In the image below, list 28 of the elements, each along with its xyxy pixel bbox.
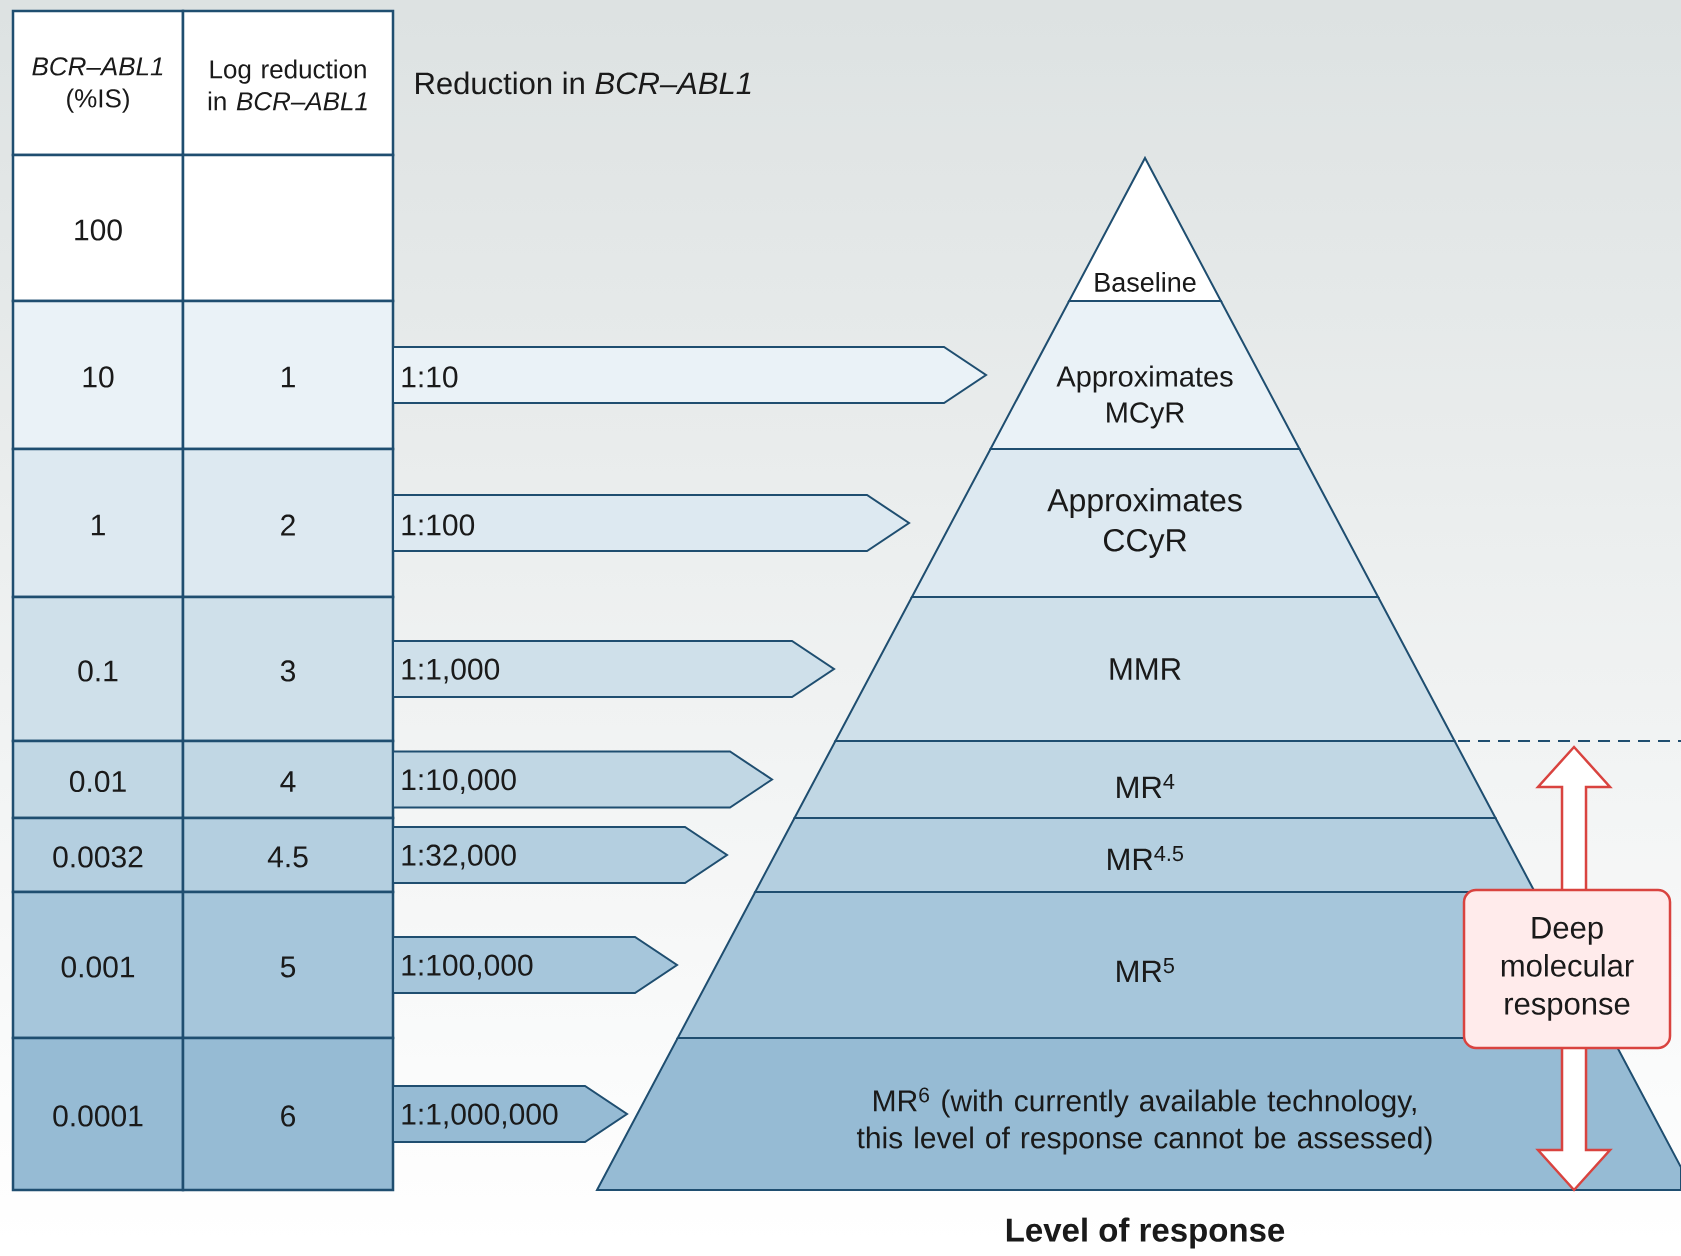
table-cell: 6 [181, 1036, 395, 1192]
ratio-tag: 1:32,000 [392, 826, 729, 884]
pyramid-level: MR$^{5}$ [676, 891, 1479, 1039]
ratio-tag: 1:10 [392, 346, 988, 404]
heading: Reduction in BCR–ABL1 [416, 71, 751, 95]
ratio-tag: 1:1,000 [392, 640, 836, 698]
table-cell: 3 [181, 595, 395, 743]
table-header: Log reduction in BCR–ABL1 [181, 9, 395, 157]
table-cell: 1 [11, 447, 185, 599]
ratio-tag: 1:100,000 [392, 936, 679, 994]
ratio-tag: 1:100 [392, 494, 911, 552]
pyramid-level: Approximates CCyR [910, 448, 1380, 598]
table-cell: 1 [181, 299, 395, 451]
table-cell: 4.5 [181, 816, 395, 894]
table-cell: 10 [11, 299, 185, 451]
ratio-tag: 1:1,000,000 [392, 1085, 629, 1143]
table-cell: 100 [11, 153, 185, 303]
table-cell: 0.001 [11, 890, 185, 1040]
table-cell: 4 [181, 739, 395, 820]
table-cell: 5 [181, 890, 395, 1040]
table-cell: 0.0032 [11, 816, 185, 894]
ratio-tag: 1:10,000 [392, 750, 774, 809]
table-header: BCR–ABL1 (%IS) [11, 9, 185, 157]
table-cell: 0.01 [11, 739, 185, 820]
table-cell: 2 [181, 447, 395, 599]
table-cell: 0.1 [11, 595, 185, 743]
callout-box: Deep molecular response [1462, 888, 1672, 1050]
table-cell: 0.0001 [11, 1036, 185, 1192]
